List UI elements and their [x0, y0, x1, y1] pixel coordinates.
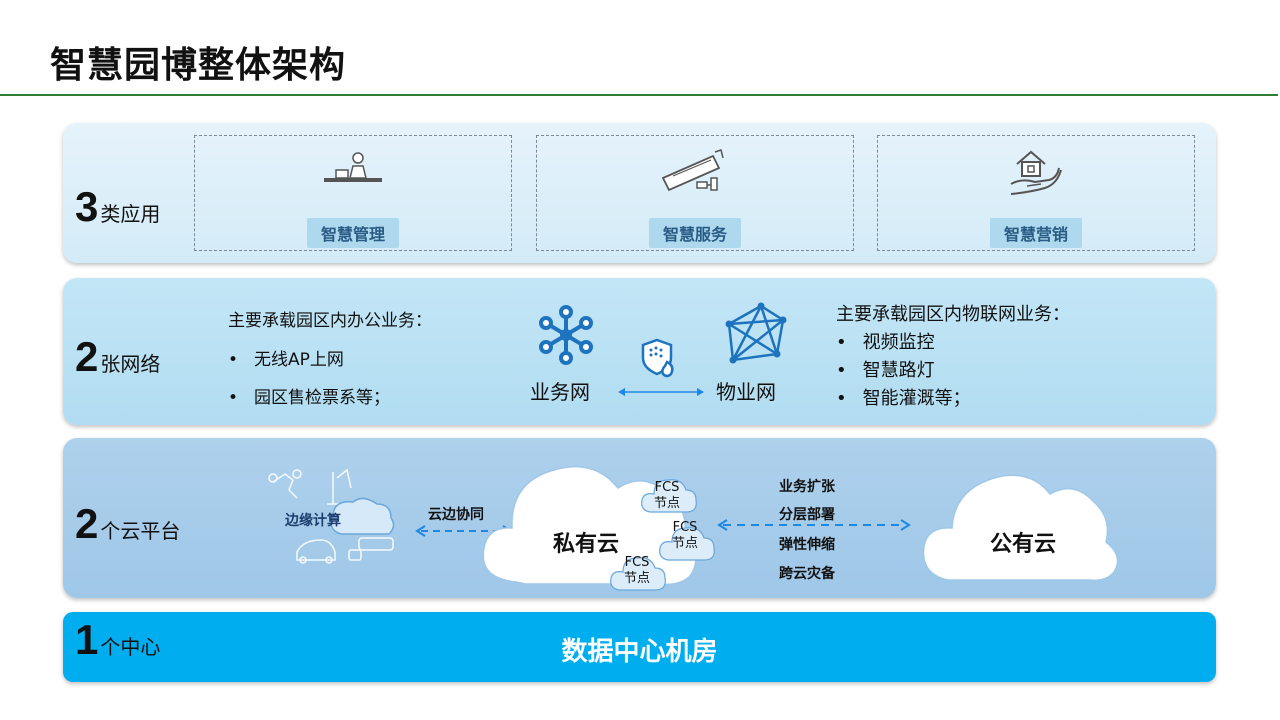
node-text: 节点	[623, 571, 650, 586]
app-label: 智慧营销	[989, 218, 1083, 248]
private-cloud-label: 私有云	[553, 532, 620, 557]
hybrid-feature: 跨云灾备	[779, 566, 835, 582]
tier-applications-label: 3 类应用	[75, 183, 160, 231]
tier-clouds: 2 个云平台 边缘计算 云边协同 私有云 FCS 节点 FCS 节点	[63, 438, 1216, 598]
fcs-node-cloud	[641, 479, 697, 513]
datacenter-label: 数据中心机房	[561, 637, 718, 667]
house-in-hand-icon	[1010, 150, 1062, 195]
title-divider	[0, 94, 1278, 96]
tier-caption: 类应用	[100, 202, 161, 226]
tier-number: 2	[75, 500, 99, 547]
tier-caption: 个中心	[100, 635, 161, 659]
public-cloud-label: 公有云	[990, 532, 1057, 557]
office-network-heading: 主要承载园区内办公业务：	[228, 311, 432, 331]
office-network-item: 园区售检票系等；	[228, 383, 390, 408]
iot-network-label: 物业网	[716, 380, 776, 404]
business-network-icon	[539, 305, 593, 365]
app-label: 智慧服务	[648, 218, 742, 248]
private-cloud-shape	[482, 465, 697, 586]
firewall-shield-icon	[641, 338, 674, 378]
hybrid-feature: 分层部署	[779, 507, 835, 523]
app-smart-management[interactable]: 智慧管理	[194, 135, 512, 251]
business-network-label: 业务网	[530, 380, 590, 404]
tier-datacenter: 1 个中心 数据中心机房	[63, 612, 1216, 682]
tier-caption: 个云平台	[100, 519, 181, 543]
app-label: 智慧管理	[306, 218, 400, 248]
office-network-item: 无线AP上网	[228, 345, 344, 370]
tier-clouds-label: 2 个云平台	[75, 500, 180, 548]
iot-network-item: 智能灌溉等；	[836, 384, 971, 410]
fcs-node-cloud	[659, 527, 715, 561]
hybrid-feature: 弹性伸缩	[779, 537, 835, 553]
hybrid-feature: 业务扩张	[779, 479, 835, 495]
fcs-text: FCS	[654, 480, 680, 495]
iot-mesh-network-icon	[725, 302, 787, 364]
node-text: 节点	[671, 536, 698, 551]
tier-caption: 张网络	[100, 352, 161, 376]
hybrid-cloud-arrow	[717, 519, 911, 531]
edge-computing-label: 边缘计算	[285, 513, 341, 529]
public-cloud-shape	[922, 474, 1119, 582]
tier-networks: 2 张网络 主要承载园区内办公业务： 无线AP上网 园区售检票系等；	[63, 278, 1216, 425]
tier-datacenter-label: 1 个中心	[75, 616, 160, 664]
tier-applications: 3 类应用 智慧管理 智慧服务 智慧营销	[63, 123, 1216, 263]
fcs-node-cloud	[610, 557, 666, 591]
manager-desk-icon	[324, 152, 382, 182]
fcs-text: FCS	[672, 520, 698, 535]
iot-network-heading: 主要承载园区内物联网业务：	[836, 304, 1070, 325]
fcs-node-label: FCS 节点	[663, 520, 707, 552]
page-title: 智慧园博整体架构	[50, 45, 347, 86]
tier-number: 3	[75, 183, 99, 230]
edge-devices-illustration	[268, 468, 395, 564]
tier-number: 2	[75, 333, 99, 380]
node-text: 节点	[653, 496, 680, 511]
tier-networks-label: 2 张网络	[75, 333, 160, 381]
tier-number: 1	[75, 616, 99, 663]
fcs-node-label: FCS 节点	[615, 555, 659, 587]
fcs-node-label: FCS 节点	[645, 480, 689, 512]
app-smart-service[interactable]: 智慧服务	[536, 135, 854, 251]
cloud-edge-collab-label: 云边协同	[428, 507, 484, 523]
surveillance-camera-icon	[661, 149, 724, 192]
bidirectional-arrow	[618, 388, 704, 396]
fcs-text: FCS	[624, 555, 650, 570]
iot-network-item: 视频监控	[836, 328, 935, 354]
app-smart-marketing[interactable]: 智慧营销	[877, 135, 1195, 251]
iot-network-item: 智慧路灯	[836, 356, 935, 382]
